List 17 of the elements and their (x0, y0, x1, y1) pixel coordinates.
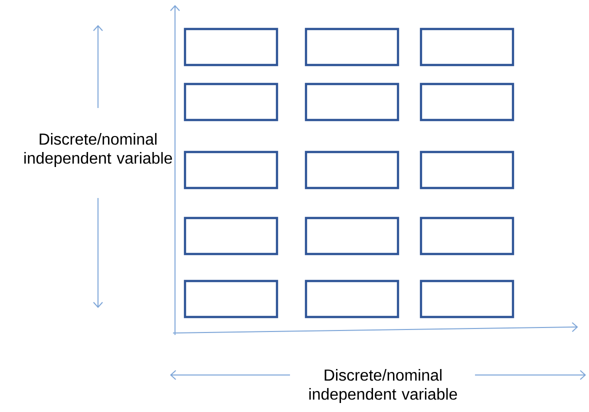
empty-box (420, 150, 514, 190)
empty-box (420, 280, 514, 318)
empty-box (184, 28, 278, 66)
empty-box (184, 82, 278, 122)
axis-label: Discrete/nominal independent variable (309, 369, 457, 403)
empty-box (420, 216, 514, 256)
empty-box (304, 280, 400, 318)
empty-box (420, 82, 514, 122)
empty-box (184, 150, 278, 190)
empty-box (184, 216, 278, 256)
empty-box (304, 28, 400, 66)
empty-box (304, 82, 400, 122)
empty-box (184, 280, 278, 318)
empty-box (420, 28, 514, 66)
empty-box (304, 216, 400, 256)
empty-box (304, 150, 400, 190)
axis-label: Discrete/nominal independent variable (24, 133, 172, 167)
